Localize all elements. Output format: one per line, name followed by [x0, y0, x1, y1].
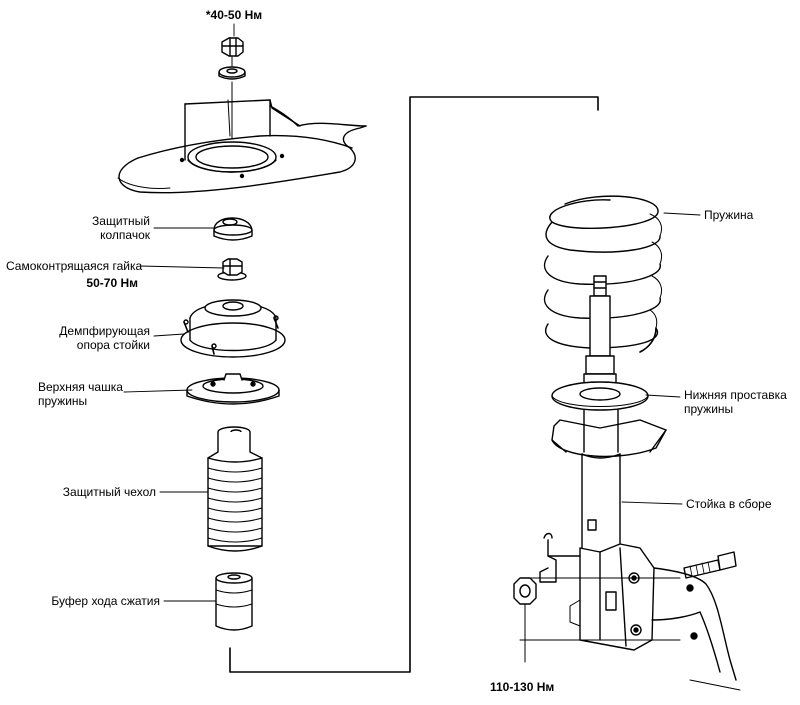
damper-mount-icon	[181, 300, 285, 357]
lower-spring-pad-label-line1: Нижняя проставка	[684, 388, 787, 402]
leader-lines	[124, 24, 700, 601]
self-locking-nut-torque-label: 50-70 Нм	[86, 276, 138, 290]
knuckle-arm-icon	[652, 568, 740, 690]
upper-spring-seat-label-line2: пружины	[38, 394, 88, 408]
self-locking-nut-icon	[218, 259, 246, 280]
lower-nut-icon	[514, 578, 536, 662]
coil-spring-label: Пружина	[704, 208, 754, 222]
lower-nut-torque-label: 110-130 Нм	[490, 680, 555, 694]
top-nut-icon	[222, 38, 243, 56]
connector-line	[230, 97, 598, 672]
bump-stop-label: Буфер хода сжатия	[51, 594, 160, 608]
damper-mount-label-line1: Демпфирующая	[59, 324, 150, 338]
upper-spring-seat-icon	[187, 374, 279, 404]
body-strut-tower	[118, 100, 366, 193]
strut-assembly-icon	[520, 410, 680, 650]
strut-assembly-label: Стойка в сборе	[686, 497, 772, 511]
top-nut-torque-label: *40-50 Нм	[205, 8, 263, 22]
protective-boot-icon	[208, 427, 262, 551]
lower-spring-pad-icon	[552, 382, 648, 410]
self-locking-nut-label: Самоконтрящаяся гайка	[6, 259, 143, 273]
upper-spring-seat-label-line1: Верхняя чашка	[38, 380, 123, 394]
protective-cap-icon	[214, 218, 252, 240]
protective-cap-label-line1: Защитный	[92, 214, 150, 228]
damper-mount-label-line2: опора стойки	[76, 338, 150, 352]
top-washer-icon	[219, 67, 245, 79]
protective-boot-label: Защитный чехол	[62, 485, 156, 499]
bump-stop-icon	[216, 573, 252, 630]
lower-spring-pad-label-line2: пружины	[684, 402, 734, 416]
protective-cap-label-line2: колпачок	[100, 228, 150, 242]
piston-rod-icon	[584, 276, 616, 396]
coil-spring-icon	[545, 196, 662, 352]
upper-bolt-icon	[684, 552, 736, 578]
